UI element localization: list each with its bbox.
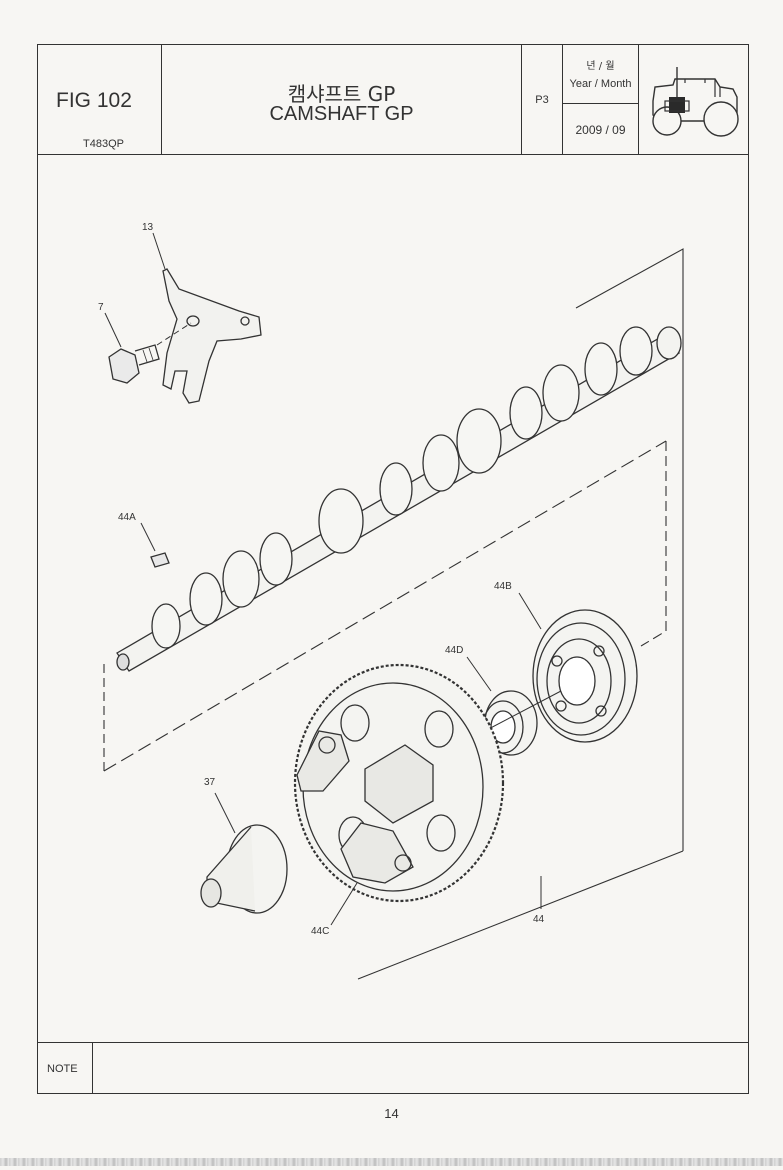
gear-part-44c <box>293 663 505 903</box>
callout-44c: 44C <box>311 926 329 937</box>
page-code: P3 <box>535 94 549 106</box>
note-label: NOTE <box>47 1063 78 1075</box>
title-cell: 캠샤프트 GP CAMSHAFT GP <box>162 45 522 154</box>
model-code: T483QP <box>83 138 124 150</box>
bolt-part-7 <box>108 344 160 384</box>
callout-44: 44 <box>533 914 545 925</box>
header: FIG 102 T483QP 캠샤프트 GP CAMSHAFT GP P3 년 … <box>38 45 748 155</box>
tractor-cell <box>639 45 748 154</box>
fig-label: FIG 102 <box>56 89 132 112</box>
scan-artifact <box>0 1158 783 1166</box>
callout-37: 37 <box>204 777 216 788</box>
page-frame: FIG 102 T483QP 캠샤프트 GP CAMSHAFT GP P3 년 … <box>37 44 749 1094</box>
title-korean: 캠샤프트 GP <box>287 82 396 106</box>
callout-7: 7 <box>98 302 104 313</box>
page-number: 14 <box>384 1106 399 1121</box>
key-part-44a <box>150 552 170 568</box>
callout-44b: 44B <box>494 581 512 592</box>
cap-part-37 <box>200 824 288 914</box>
date-cell: 년 / 월 Year / Month 2009 / 09 <box>563 45 639 154</box>
exploded-parts-diagram: 13 7 44A 44B 44D 37 44C 44 <box>98 222 684 980</box>
page-code-cell: P3 <box>522 45 563 154</box>
callout-44a: 44A <box>118 512 136 523</box>
callout-44d: 44D <box>445 645 463 656</box>
collar-part-44d <box>482 690 538 756</box>
note-row: NOTE <box>38 1042 748 1093</box>
bearing-part-44b <box>532 609 638 743</box>
title-english: CAMSHAFT GP <box>269 103 414 125</box>
callout-13: 13 <box>142 222 154 233</box>
date-value: 2009 / 09 <box>575 123 626 137</box>
camshaft-part <box>116 326 682 672</box>
tractor-icon <box>652 67 739 137</box>
note-label-cell: NOTE <box>38 1043 93 1093</box>
bracket-part-13 <box>162 268 262 404</box>
fig-cell: FIG 102 T483QP <box>38 45 162 154</box>
year-month-korean: 년 / 월 <box>586 61 615 72</box>
year-month-english: Year / Month <box>569 78 632 90</box>
date-divider <box>563 103 638 104</box>
